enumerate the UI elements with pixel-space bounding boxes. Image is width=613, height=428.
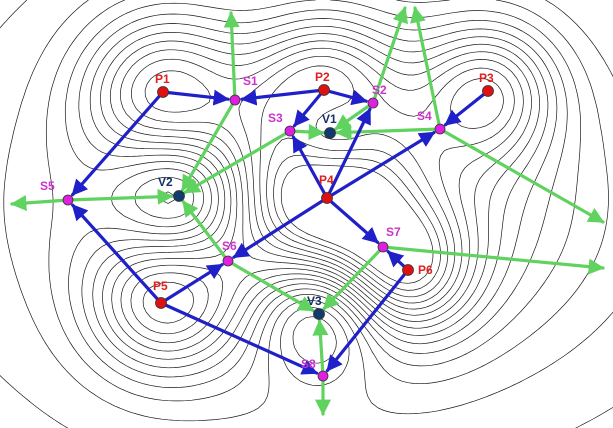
- saddle-label-s7: S7: [386, 225, 401, 239]
- blue-edge-p4-s2: [325, 107, 372, 200]
- green-edge-s7-v3: [322, 245, 385, 311]
- saddle-s5: [62, 194, 74, 206]
- blue-edge-p5-s5: [71, 203, 163, 305]
- saddle-label-s2: S2: [372, 83, 387, 97]
- peak-label-p3: P3: [479, 71, 494, 85]
- saddle-s7: [377, 241, 389, 253]
- saddle-label-s1: S1: [243, 74, 258, 88]
- green-edge-s6-v2: [181, 200, 230, 263]
- ascending-paths: [70, 88, 490, 375]
- blue-edge-p1-s1: [161, 89, 230, 106]
- blue-edge-p5-s8: [159, 301, 319, 375]
- peak-p6: [402, 264, 414, 276]
- peak-label-p1: P1: [155, 72, 170, 86]
- saddle-label-s3: S3: [268, 111, 283, 125]
- blue-edge-p2-s2: [322, 88, 368, 106]
- peak-p4: [321, 192, 333, 204]
- green-edge-s5-out_left: [10, 194, 70, 211]
- peak-p3: [482, 85, 494, 97]
- valley-v2: [173, 190, 185, 202]
- valley-label-v1: V1: [322, 112, 337, 126]
- blue-edge-p6-s8: [325, 268, 410, 373]
- valley-v1: [324, 127, 336, 139]
- saddle-s8: [317, 370, 329, 382]
- green-edge-s2-out_top2: [371, 6, 408, 105]
- saddle-label-s6: S6: [222, 239, 237, 253]
- peak-label-p6: P6: [418, 263, 433, 277]
- green-edge-s4-out_top3: [410, 6, 442, 131]
- green-edge-s1-out_top1: [223, 11, 240, 102]
- peak-label-p2: P2: [315, 70, 330, 84]
- saddle-s2: [367, 97, 379, 109]
- blue-edge-p4-s4: [325, 131, 436, 200]
- green-edge-s3-v2: [183, 129, 292, 195]
- blue-edge-p2-s3: [292, 88, 326, 128]
- green-edge-s4-out_right1: [438, 127, 605, 224]
- saddle-label-s8: S8: [301, 357, 316, 371]
- saddle-s6: [222, 255, 234, 267]
- descending-paths: [10, 6, 605, 416]
- saddle-s1: [229, 94, 241, 106]
- green-edge-s5-v2: [66, 188, 174, 205]
- blue-edge-p5-s6: [159, 263, 224, 305]
- peak-p1: [157, 86, 169, 98]
- saddle-label-s5: S5: [40, 179, 55, 193]
- blue-edge-p1-s5: [70, 90, 165, 197]
- green-edge-s4-v1: [335, 124, 442, 141]
- peak-label-p5: P5: [153, 279, 168, 293]
- blue-edge-p4-s7: [325, 196, 380, 244]
- valley-v3: [313, 308, 325, 320]
- valley-label-v2: V2: [158, 175, 173, 189]
- blue-edge-p3-s4: [443, 89, 490, 127]
- green-edge-s6-v3: [226, 259, 315, 313]
- peak-p2: [318, 84, 330, 96]
- saddle-label-s4: S4: [417, 109, 432, 123]
- green-edge-s1-v2: [180, 98, 237, 192]
- peak-label-p4: P4: [319, 173, 334, 187]
- saddle-s3: [284, 125, 296, 137]
- green-edge-s7-out_right2: [381, 245, 605, 275]
- valley-label-v3: V3: [307, 294, 322, 308]
- critical-points: [62, 84, 494, 382]
- blue-edge-p2-s1: [240, 88, 326, 106]
- blue-edge-p4-s6: [232, 196, 329, 259]
- green-edge-s8-v3: [312, 319, 329, 378]
- peak-p5: [155, 297, 167, 309]
- green-edge-s3-v1: [288, 123, 325, 140]
- saddle-s4: [434, 123, 446, 135]
- blue-edge-p4-s3: [291, 135, 329, 200]
